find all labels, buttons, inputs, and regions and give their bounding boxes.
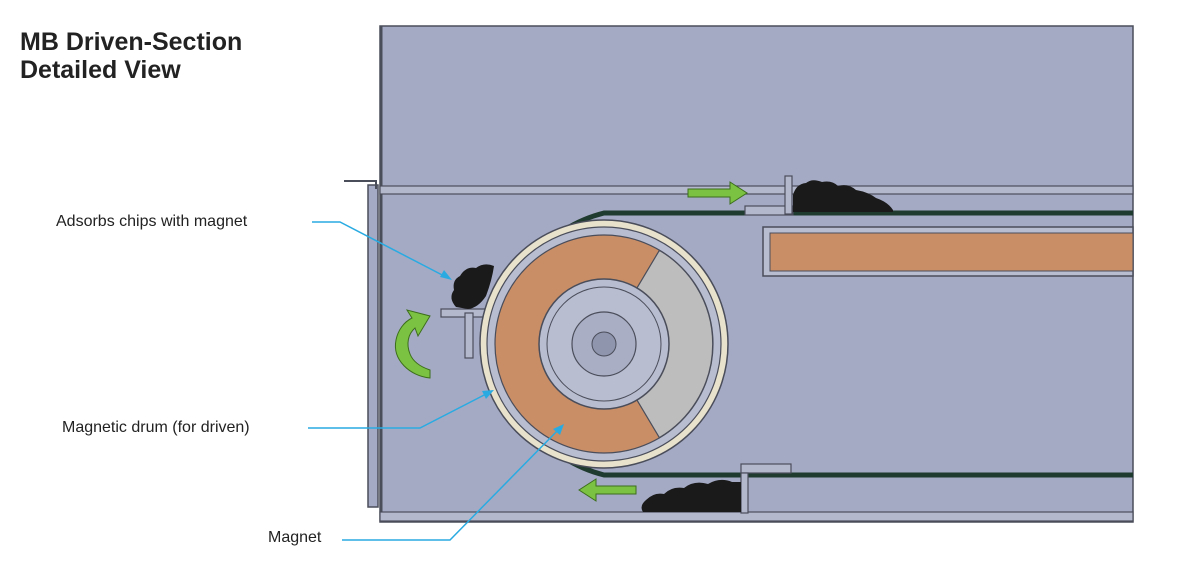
chips-left	[451, 264, 494, 309]
bottom-rail	[379, 511, 1134, 522]
leader-arrowhead-magnet	[553, 424, 564, 435]
title-line-2: Detailed View	[20, 56, 181, 84]
left-scraper-plate	[440, 308, 486, 318]
label-magnet: Magnet	[268, 529, 322, 546]
bottom-scraper-post	[740, 472, 749, 514]
drum-axle	[591, 331, 617, 357]
bottom-scraper-plate	[740, 463, 792, 474]
leader-arrowhead-drum	[482, 390, 494, 399]
left-scraper-post	[464, 312, 474, 359]
chips-bottom	[641, 479, 741, 512]
label-magnetic-drum: Magnetic drum (for driven)	[62, 419, 250, 436]
diagram-title: MB Driven-Section Detailed View	[20, 28, 242, 84]
title-line-1: MB Driven-Section	[20, 28, 243, 56]
side-plate	[367, 184, 379, 508]
upper-rail	[379, 185, 1134, 195]
leader-line-drum	[308, 391, 491, 429]
direction-arrow-top	[687, 181, 748, 205]
leader-arrowhead-chips	[440, 270, 452, 280]
leader-line-magnet	[342, 427, 561, 541]
top-scraper-post	[784, 175, 793, 215]
leader-line-chips	[312, 221, 449, 279]
chips-top	[793, 180, 893, 212]
magnet-bar	[769, 232, 1134, 272]
direction-arrow-bottom	[578, 478, 637, 502]
side-bracket	[344, 180, 377, 189]
rotation-arrow	[394, 309, 431, 379]
label-adsorbs-chips: Adsorbs chips with magnet	[56, 213, 248, 230]
